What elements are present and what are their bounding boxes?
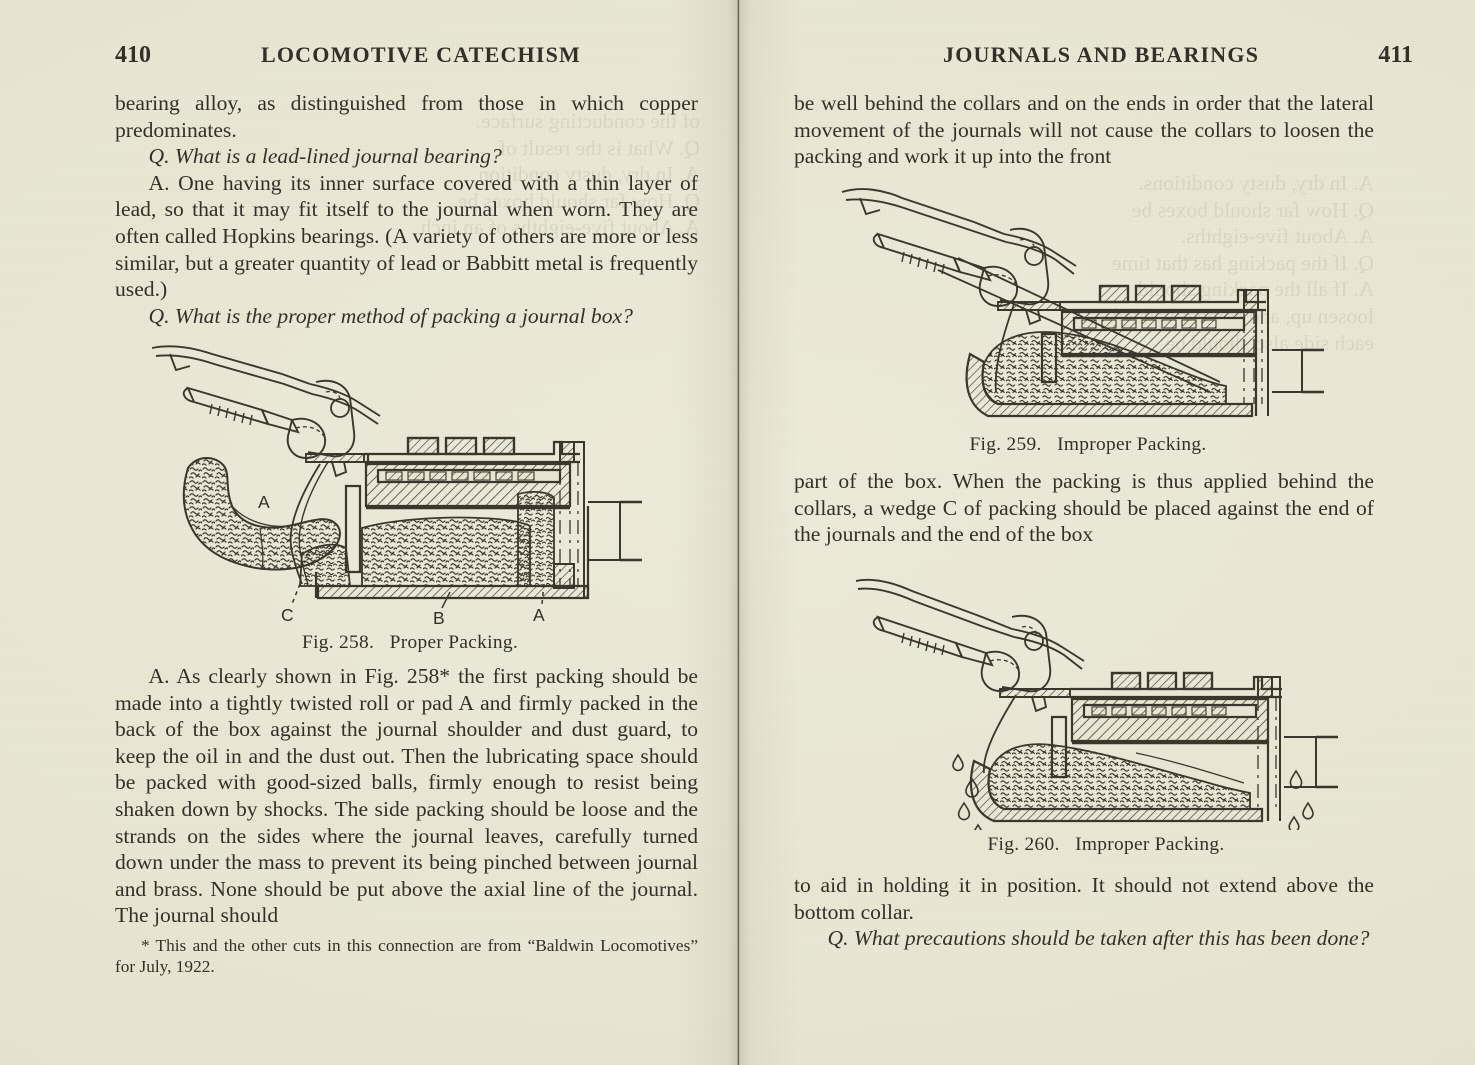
figure-258-label-a-right: A [533, 605, 545, 625]
question-precautions: Q. What precautions should be taken afte… [827, 926, 1370, 951]
question-lead-lined-bearing: Q. What is a lead-lined journal bearing? [148, 144, 502, 169]
figure-259-caption: Fig. 259. Improper Packing. [969, 434, 1207, 455]
answer-lead-lined-bearing: A. One having its inner surface covered … [115, 170, 698, 302]
oil-drops-left [952, 753, 983, 830]
footnote-left: * This and the other cuts in this connec… [115, 935, 698, 977]
journal-box-body [314, 436, 590, 600]
figure-258: C B A A Fig. 258. Proper Packing. [150, 336, 670, 656]
right-column-text-middle: part of the box. When the packing is thu… [794, 468, 1374, 548]
paragraph-continued-left: bearing alloy, as distinguished from tho… [115, 91, 698, 142]
paragraph-continued-right: be well behind the collars and on the en… [794, 91, 1374, 169]
folio-right: 411 [1378, 41, 1413, 68]
paragraph-mid-right: part of the box. When the packing is thu… [794, 469, 1374, 547]
running-head-left: 410 LOCOMOTIVE CATECHISM [115, 42, 675, 68]
strands-behind-collars [937, 257, 1221, 393]
footnote-text: * This and the other cuts in this connec… [115, 936, 698, 976]
oil-drops-right [1288, 769, 1314, 830]
left-column-text-bottom: A. As clearly shown in Fig. 258* the fir… [115, 663, 698, 929]
figure-259: Fig. 259. Improper Packing. [838, 178, 1338, 456]
packing-fill [289, 461, 555, 587]
folio-left: 410 [115, 41, 151, 68]
journal-and-collars-259 [1237, 289, 1324, 416]
paragraph-end-right: to aid in holding it in position. It sho… [794, 873, 1374, 924]
journal-and-collars [553, 441, 642, 598]
packing-settled-260 [987, 743, 1251, 810]
figure-258-leaders [291, 583, 545, 609]
running-head-right: JOURNALS AND BEARINGS 411 [793, 42, 1413, 68]
page-right: JOURNALS AND BEARINGS 411 A. In dry, dus… [738, 0, 1475, 1065]
figure-260-drawing [856, 578, 1338, 830]
packing-pad-A [182, 457, 341, 571]
figure-259-drawing [841, 188, 1324, 418]
question-packing-journal-box: Q. What is the proper method of packing … [148, 303, 633, 328]
box-lid-and-latch-259 [841, 188, 1077, 326]
page-left: 410 LOCOMOTIVE CATECHISM of the conducti… [115, 42, 700, 977]
left-column-text-top: bearing alloy, as distinguished from tho… [115, 90, 698, 329]
figure-258-labels: C B A A [258, 492, 545, 626]
box-lid-and-latch-260 [856, 578, 1085, 713]
box-lid-and-latch [151, 345, 381, 478]
figure-258-label-c: C [281, 605, 294, 625]
figure-260-caption: Fig. 260. Improper Packing. [987, 834, 1225, 855]
running-title-right: JOURNALS AND BEARINGS [943, 42, 1260, 67]
figure-258-drawing: C B A A [151, 345, 642, 626]
right-column-text-top: be well behind the collars and on the en… [794, 90, 1374, 170]
right-column-text-bottom: to aid in holding it in position. It sho… [794, 872, 1374, 952]
journal-and-collars-260 [1253, 676, 1338, 821]
journal-box-body-259 [965, 284, 1266, 418]
figure-260: Fig. 260. Improper Packing. [856, 575, 1356, 855]
answer-packing-journal-box: A. As clearly shown in Fig. 258* the fir… [115, 664, 698, 928]
figure-258-label-b: B [433, 608, 445, 626]
figure-258-label-a-pad: A [258, 492, 270, 512]
figure-258-caption: Fig. 258. Proper Packing. [302, 632, 518, 653]
running-title-left: LOCOMOTIVE CATECHISM [261, 42, 582, 67]
